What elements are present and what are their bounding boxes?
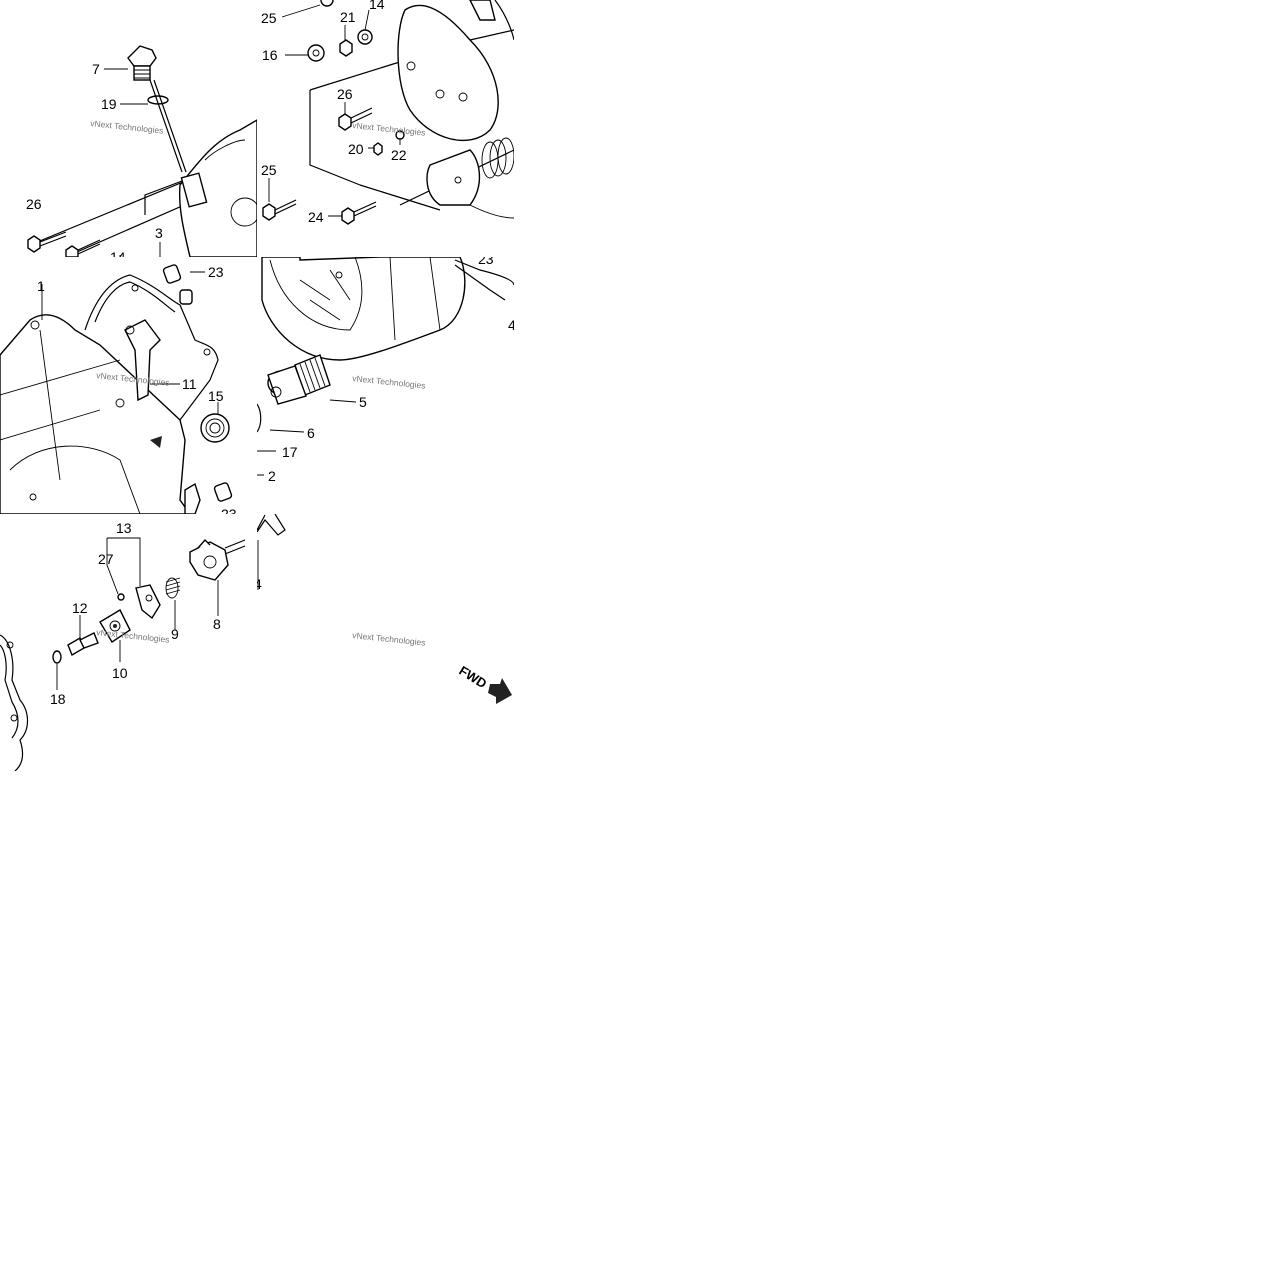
bolt-26-icon	[27, 231, 67, 253]
label-27: 27	[98, 551, 114, 567]
watermark: vNext Technologies	[96, 627, 170, 645]
label-19: 19	[101, 96, 117, 112]
label-4b: 4	[254, 576, 262, 592]
label-16: 16	[262, 47, 278, 63]
tile-rotor-parts: 13 27 12 8 9 10 18 vNext Technologies	[0, 520, 246, 771]
label-25: 25	[261, 10, 277, 26]
label-14: 14	[110, 249, 126, 265]
label-20: 20	[348, 141, 364, 157]
label-14b: 14	[369, 0, 385, 12]
label-22: 22	[391, 147, 407, 163]
label-13: 13	[116, 520, 132, 536]
watermark: vNext Technologies	[352, 630, 426, 648]
label-11: 11	[182, 376, 197, 392]
label-4: 4	[508, 317, 516, 333]
label-21: 21	[340, 9, 356, 25]
label-12: 12	[72, 600, 88, 616]
watermark: vNext Technologies	[90, 118, 164, 136]
tile-cover-plate: 25 21 14 16 26 20 22 25 24 vNext Technol…	[261, 0, 514, 225]
watermark: vNext Technologies	[352, 120, 426, 138]
label-5: 5	[359, 394, 367, 410]
label-24: 24	[308, 209, 324, 225]
bolt-12-icon	[67, 632, 99, 657]
label-15: 15	[208, 388, 224, 404]
label-2: 2	[268, 468, 276, 484]
tile-direction: 4 vNext Technologies FWD	[254, 514, 512, 704]
label-18: 18	[50, 691, 66, 707]
bolt-14-icon	[65, 239, 101, 257]
label-8: 8	[213, 616, 221, 632]
label-23: 23	[208, 264, 224, 280]
label-10: 10	[112, 665, 128, 681]
fwd-arrow: FWD	[456, 663, 512, 704]
label-17: 17	[282, 444, 298, 460]
watermark: vNext Technologies	[352, 373, 426, 391]
label-6: 6	[307, 425, 315, 441]
label-3: 3	[155, 225, 163, 241]
label-23b: 23	[221, 506, 237, 522]
label-7: 7	[92, 61, 100, 77]
oil-filter-icon	[267, 354, 331, 405]
label-1: 1	[37, 278, 45, 294]
tile-dipstick-cover: 7 19 26 3 14 vNext Technologies	[26, 45, 257, 265]
tile-oil-filter: 5 6 17 2 23 4 vNext Technologies	[257, 251, 516, 484]
tile-crankcase-gasket: 1 23 11 15 23 vNext Technologies	[0, 264, 237, 522]
label-25b: 25	[261, 162, 277, 178]
label-26: 26	[26, 196, 42, 212]
fwd-label: FWD	[456, 663, 489, 691]
label-9: 9	[171, 626, 179, 642]
label-23c: 23	[478, 251, 494, 267]
shaft-8-icon	[189, 538, 246, 581]
label-26b: 26	[337, 86, 353, 102]
forward-arrow-icon	[488, 678, 512, 704]
